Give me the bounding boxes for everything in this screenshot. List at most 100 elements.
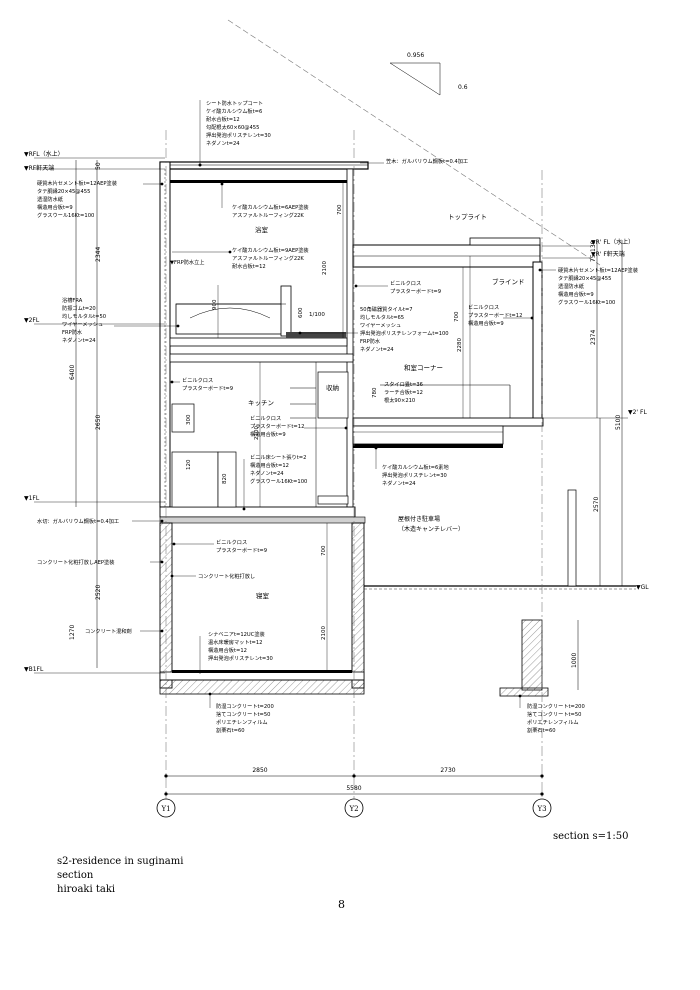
note-roof-1: ケイ酸カルシウム板t=6 (206, 107, 262, 115)
note-vinyl-upper-1: プラスターボードt=9 (390, 287, 441, 295)
level-r2-eave: ▼R' F軒天端 (591, 250, 625, 258)
room-blind: ブラインド (492, 277, 525, 286)
room-washitsu: 和室コーナー (404, 363, 443, 372)
page-number: 8 (338, 898, 345, 911)
dim-2280: 2280 (457, 338, 463, 352)
note-bathfloor-5: ネダノンt=24 (62, 336, 96, 344)
note-eave-3: 構造用合板t=9 (37, 203, 73, 211)
dim-2520: 2520 (95, 585, 102, 600)
note-tile-4: FRP防水 (360, 337, 381, 345)
note-roof-5: ネダノンt=24 (206, 139, 240, 147)
note-eave-1: タテ胴縁20×45@455 (37, 187, 90, 195)
note-vinyl-right-2: 構造用合板t=9 (468, 319, 504, 327)
note-drip: 水切：ガルバリウム鋼板t=0.4加工 (37, 517, 119, 525)
room-kitchen: キッチン (248, 399, 274, 407)
room-bedroom: 寝室 (256, 591, 270, 600)
title-block: s2-residence in suginami section hiroaki… (57, 855, 183, 897)
level-rf-eave: ▼RF軒天端 (24, 164, 54, 172)
scale-label: section s=1:50 (553, 831, 629, 842)
note-bathfloor-0: 浴槽FRA (62, 296, 83, 304)
level-1fl: ▼1FL (24, 495, 40, 502)
structure (159, 161, 636, 697)
dim-700-b: 700 (321, 545, 327, 556)
note-bathfloor-3: ワイヤーメッシュ (62, 321, 103, 328)
level-2fl-b: ▼2' FL (628, 409, 647, 416)
room-carport: 屋根付き駐車場 (398, 515, 440, 523)
note-found-l-2: ポリエチレンフィルム (216, 718, 268, 726)
note-vinyl-bed-0: ビニルクロス (216, 538, 247, 546)
dim-700-c: 700 (454, 311, 460, 322)
note-bath-wall-2: 耐水合板t=12 (232, 262, 266, 270)
slope-rise: 0.6 (458, 84, 468, 91)
dim-2650: 2650 (95, 415, 102, 430)
leader-dots (160, 182, 542, 698)
dim-6400: 6400 (69, 365, 76, 380)
note-bath-ceil-1: アスファルトルーフィング22K (232, 211, 304, 219)
dim-1000: 1000 (571, 653, 578, 668)
note-tatami-1: ラーチ合板t=12 (384, 388, 423, 396)
level-gl: ▼GL (636, 584, 649, 591)
note-right-ext-1: タテ胴縁20×45@455 (558, 274, 611, 282)
note-right-ext-3: 構造用合板t=9 (558, 290, 594, 298)
note-roof-4: 押出発泡ポリスチレンt=30 (206, 131, 271, 139)
dim-2850: 2850 (252, 767, 267, 774)
grid-bubble-y1 (156, 798, 176, 818)
note-eave-4: グラスウール16Kt=100 (37, 211, 94, 219)
note-bath-wall-1: アスファルトルーフィング22K (232, 254, 304, 262)
dim-1270: 1270 (69, 625, 76, 640)
note-tile-5: ネダノンt=24 (360, 345, 394, 353)
note-tile-3: 押出発泡ポリスチレンフォームt=100 (360, 329, 449, 337)
note-bedfloor-3: 押出発泡ポリスチレンt=30 (208, 654, 273, 662)
note-cant-1: 押出発泡ポリスチレンt=30 (382, 471, 447, 479)
room-carport-sub: （木造キャンチレバー） (398, 525, 464, 533)
note-eave-0: 硬質木片セメント板t=12AEP塗装 (37, 179, 117, 187)
note-roof-3: 勾配根太60×60@455 (206, 123, 259, 131)
dim-2730: 2730 (440, 767, 455, 774)
dim-75: 75 (590, 254, 597, 262)
dim-780: 780 (372, 387, 378, 398)
level-rfl: ▼RFL（水上） (24, 150, 64, 158)
dim-50: 50 (95, 162, 102, 170)
project-name: s2-residence in suginami (57, 856, 184, 867)
note-kfloor-2: ネダノンt=24 (250, 469, 284, 477)
note-vinyl-right-1: プラスターボードt=12 (468, 311, 522, 319)
annotations: シート防水トップコート ケイ酸カルシウム板t=6 耐水合板t=12 勾配根太60… (37, 99, 638, 734)
note-vinyl-kitchen-0: ビニルクロス (182, 376, 213, 384)
note-concrete-seal: コンクリート混和剤 (85, 627, 132, 635)
dim-130: 130 (590, 240, 597, 252)
grid-label-y3: Y3 (536, 805, 546, 813)
dim-5580: 5580 (346, 785, 361, 792)
dim-820: 820 (222, 473, 228, 484)
level-r2fl: ▼R' FL（水上） (591, 238, 634, 246)
room-storage: 収納 (326, 383, 339, 392)
note-bedfloor-2: 構造用合板t=12 (208, 646, 247, 654)
note-bathfloor-4: FRP防水 (62, 328, 83, 336)
note-frp: ▼FRP防水立上 (170, 258, 204, 266)
grid-label-y1: Y1 (160, 805, 170, 813)
dim-2100-b: 2100 (254, 426, 260, 440)
note-bathfloor-2: 均しモルタルt=50 (62, 312, 106, 320)
level-b1fl: ▼B1FL (24, 666, 44, 673)
note-vinyl-kitchen2-2: 構造用合板t=9 (250, 430, 286, 438)
right-dimensions: 2374 5100 2570 1000 130 75 (571, 240, 623, 690)
dim-2344: 2344 (95, 247, 102, 262)
note-right-ext-2: 透湿防水紙 (558, 282, 585, 290)
note-kfloor-3: グラスウール16Kt=100 (250, 477, 307, 485)
dim-700-a: 700 (337, 204, 343, 215)
grid-label-y2: Y2 (348, 805, 358, 813)
note-cant-0: ケイ酸カルシウム板t=6素地 (382, 463, 449, 471)
dim-2374: 2374 (590, 330, 597, 345)
note-flashing-top: 笠木：ガルバリウム鋼板t=0.4加工 (386, 157, 468, 165)
note-found-r-2: ポリエチレンフィルム (527, 718, 579, 726)
note-kfloor-0: ビニル床シート張りt=2 (250, 453, 306, 461)
note-bath-wall-0: ケイ酸カルシウム板t=9AEP塗装 (232, 246, 309, 254)
level-markers: ▼RFL（水上） ▼RF軒天端 ▼2FL ▼1FL ▼B1FL ▼R' FL（水… (24, 150, 649, 674)
note-vinyl-right-0: ビニルクロス (468, 303, 499, 311)
note-concrete-aep: コンクリート化粧打放しAEP塗装 (37, 558, 114, 566)
note-tatami-2: 根太90×210 (384, 396, 415, 404)
note-found-l-1: 捨てコンクリートt=50 (216, 710, 270, 718)
room-toplight: トップライト (448, 213, 487, 221)
note-bathfloor-1: 防振ゴムt=20 (62, 304, 96, 312)
slope-run: 0.956 (407, 52, 424, 59)
note-right-ext-0: 硬質木片セメント板t=12AEP塗装 (558, 266, 638, 274)
